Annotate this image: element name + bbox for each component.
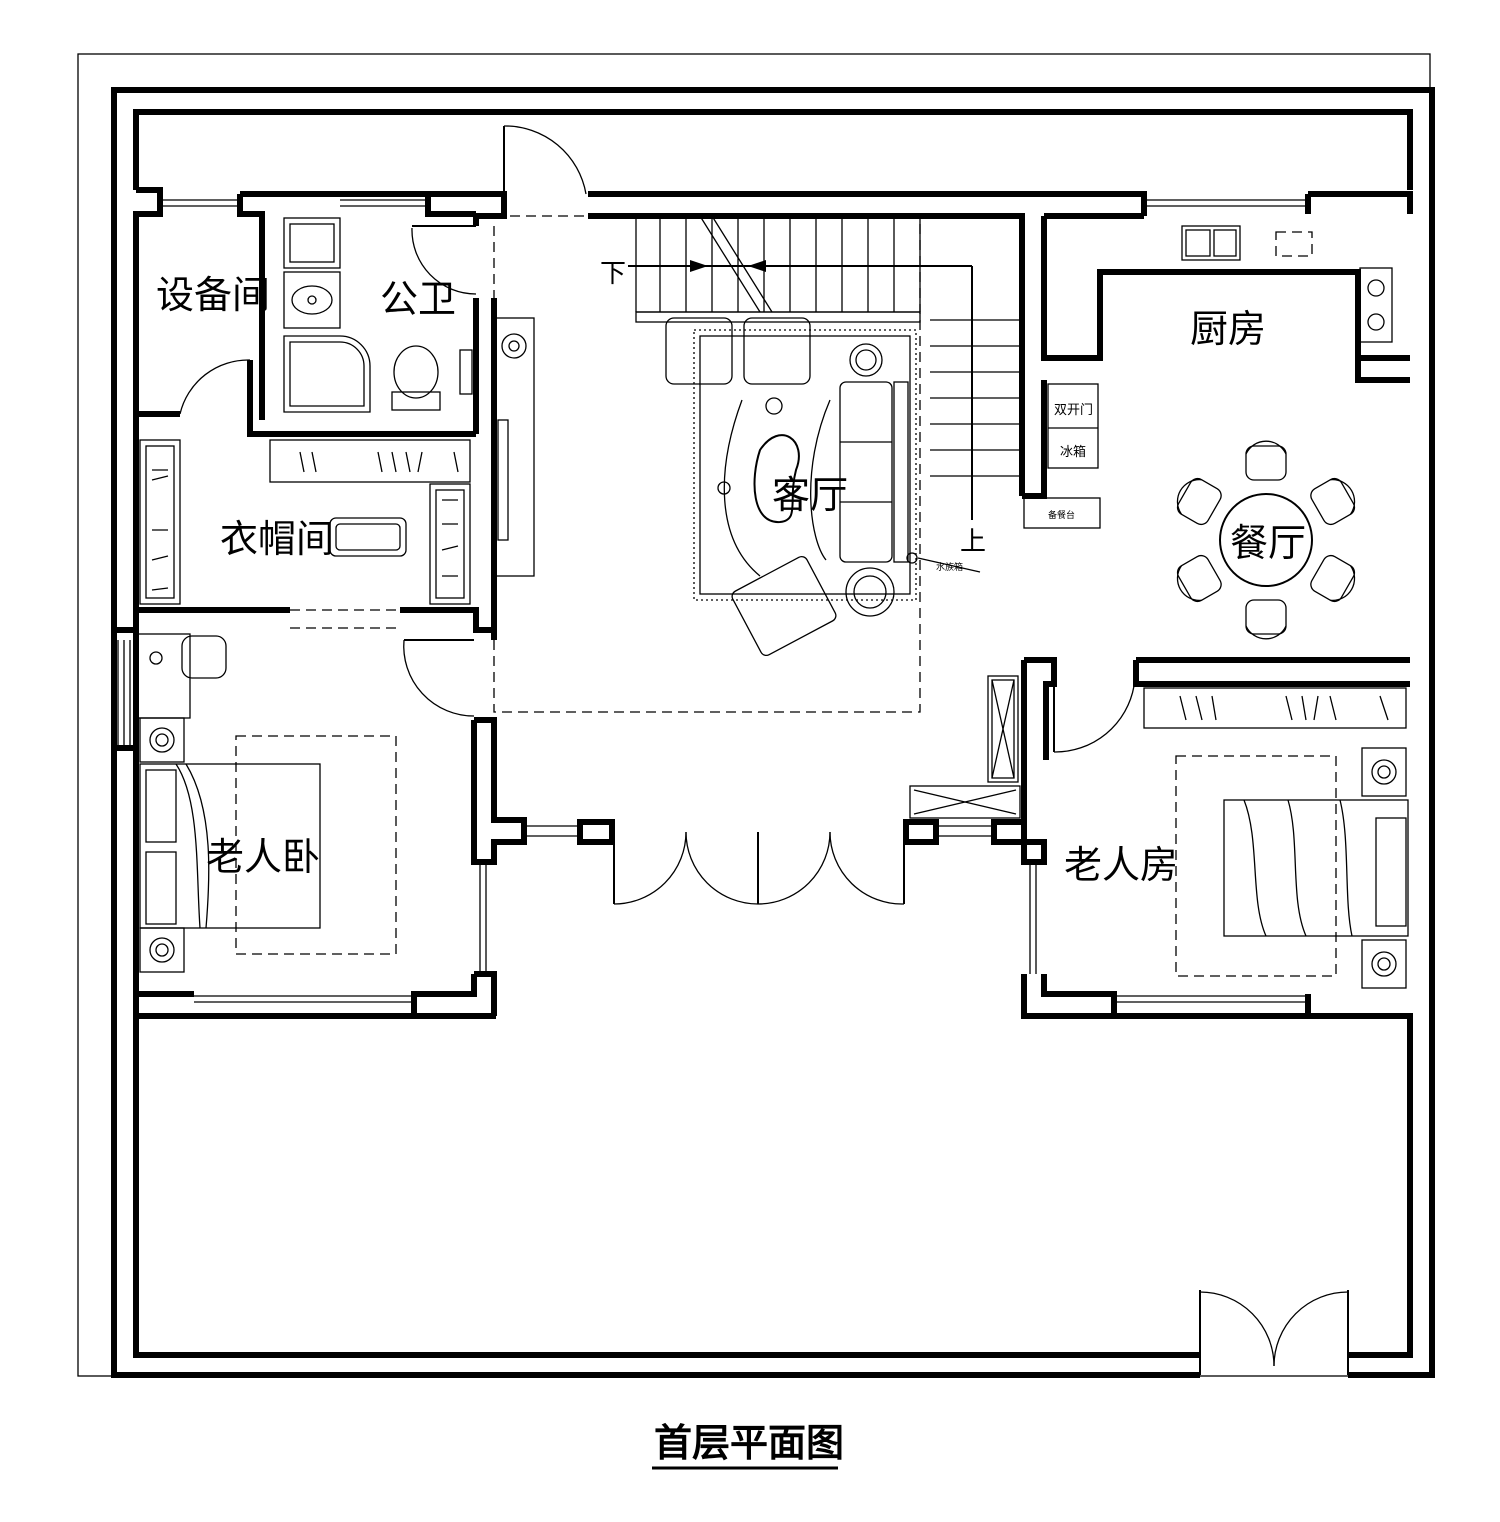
dining-chair [1245,440,1287,481]
cloakroom-fixtures [139,439,471,605]
label-elder-room: 老人房 [1064,843,1178,887]
outer-walls [111,87,1435,1378]
tv-cabinet [495,317,535,577]
label-bathroom: 公卫 [380,277,456,321]
elder-bedroom-furniture [137,633,397,973]
dining-chair [1310,554,1356,603]
label-fridge: 冰箱 [1060,444,1086,460]
dining-table [1176,440,1356,640]
bathroom-fixtures [283,217,473,413]
living-room-furniture [635,311,981,657]
label-equipment-room: 设备间 [156,273,270,317]
windows [117,199,1308,1003]
gate [1199,1290,1349,1375]
label-cloakroom: 衣帽间 [220,517,334,561]
staircase [628,215,1022,520]
label-dining: 餐厅 [1230,521,1306,565]
label-stair-down: 下 [600,259,626,289]
dining-chair [1245,599,1287,640]
label-living-room: 客厅 [772,473,848,517]
dining-chair [1176,554,1222,603]
dining-chair [1176,477,1222,526]
label-kitchen: 厨房 [1190,307,1266,351]
plan-title: 首层平面图 [654,1421,844,1465]
drawing-frame [77,53,1431,1377]
doors [179,125,1135,905]
void-boundary [290,215,921,713]
dining-chair [1310,477,1356,526]
label-elder-bedroom: 老人卧 [206,835,320,879]
elder-room-furniture [909,675,1409,989]
label-fridge-door: 双开门 [1054,403,1093,418]
kitchen-fixtures [1023,225,1393,529]
label-counter: 备餐台 [1048,509,1075,521]
label-aquarium: 水族箱 [936,561,963,573]
label-stair-up: 上 [960,527,986,557]
